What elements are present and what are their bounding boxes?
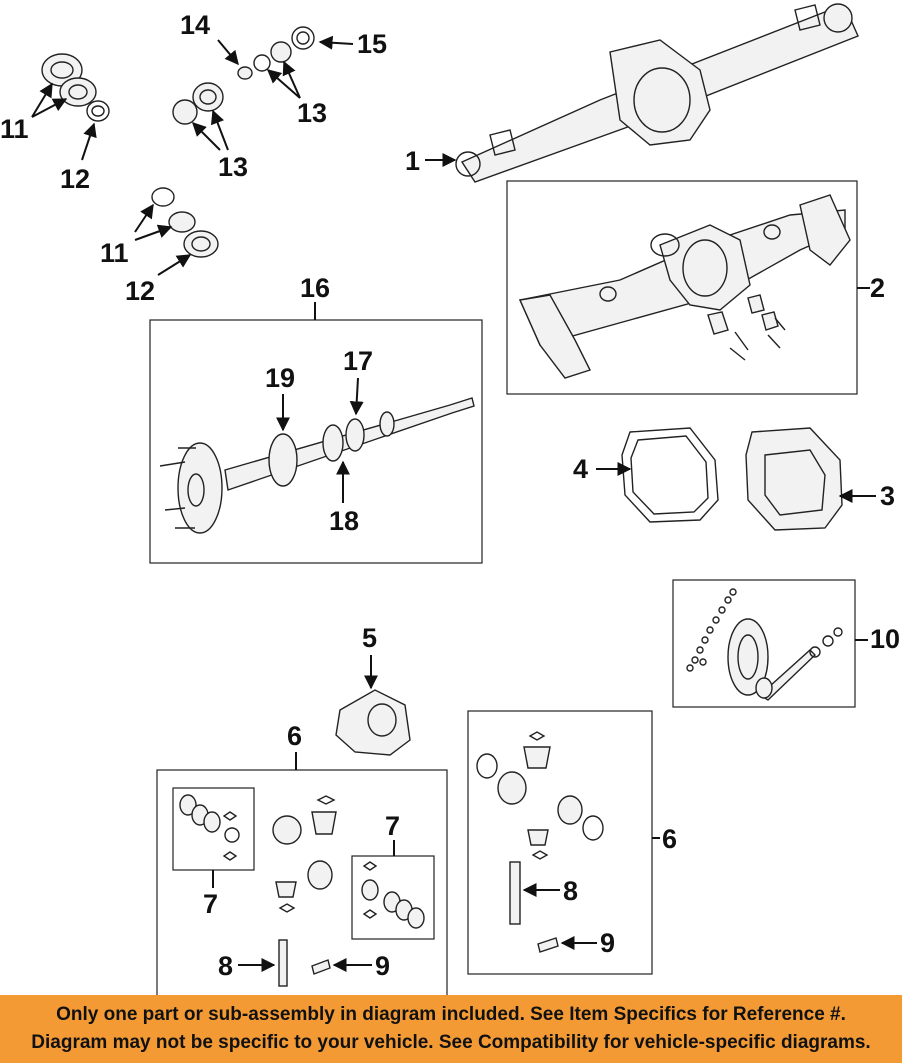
disclaimer-line-1: Only one part or sub-assembly in diagram… (56, 1004, 846, 1025)
disclaimer-line-2: Diagram may not be specific to your vehi… (31, 1032, 871, 1053)
diff-gears-left (272, 795, 337, 913)
callout-8b: 8 (563, 876, 578, 906)
bolt-left (311, 959, 331, 975)
diff-gears-box-left (156, 769, 448, 995)
callout-18: 18 (329, 506, 359, 536)
callout-12b: 12 (125, 276, 155, 306)
callout-7a: 7 (203, 889, 218, 919)
callout-5: 5 (362, 623, 377, 653)
callout-9a: 9 (375, 951, 390, 981)
axle-housing (518, 194, 851, 379)
callout-6b: 6 (662, 824, 677, 854)
callout-6a: 6 (287, 721, 302, 751)
callout-11b: 11 (100, 238, 129, 268)
bearing-set-left-lower (151, 187, 219, 258)
callout-3: 3 (880, 481, 895, 511)
disclaimer-banner: Only one part or sub-assembly in diagram… (0, 995, 902, 1063)
callout-17: 17 (343, 346, 373, 376)
callout-12a: 12 (60, 164, 90, 194)
diff-gears-box-right (467, 710, 653, 975)
axle-assembly (455, 3, 859, 183)
callout-13a: 13 (297, 98, 327, 128)
differential-case (335, 689, 411, 756)
pinion-bearing-set (172, 26, 315, 125)
ring-pinion (686, 588, 843, 701)
callout-15: 15 (357, 29, 387, 59)
callout-1: 1 (405, 146, 420, 176)
callout-19: 19 (265, 363, 295, 393)
callout-4: 4 (573, 454, 588, 484)
ring-pinion-box (672, 579, 856, 708)
differential-cover (745, 427, 843, 531)
callout-2: 2 (870, 273, 885, 303)
callout-7b: 7 (385, 811, 400, 841)
callout-8a: 8 (218, 951, 233, 981)
gear-kit-7-left (179, 794, 240, 861)
bolt-right (537, 937, 559, 953)
callout-9b: 9 (600, 928, 615, 958)
callout-14: 14 (180, 10, 210, 40)
callout-13b: 13 (218, 152, 248, 182)
gear-kit-7-right (361, 861, 425, 929)
housing-bolts (707, 294, 786, 361)
diff-gears-right (476, 731, 604, 860)
callout-11a: 11 (0, 114, 29, 144)
parts-diagram: 11 12 11 12 14 15 13 13 (0, 3, 900, 995)
pin-shaft-right (509, 861, 521, 925)
pin-shaft-left (278, 939, 288, 987)
cover-gasket (621, 427, 719, 523)
callout-16: 16 (300, 273, 330, 303)
axle-shaft (159, 397, 475, 534)
callout-10: 10 (870, 624, 900, 654)
bearing-set-left-upper (41, 53, 110, 122)
